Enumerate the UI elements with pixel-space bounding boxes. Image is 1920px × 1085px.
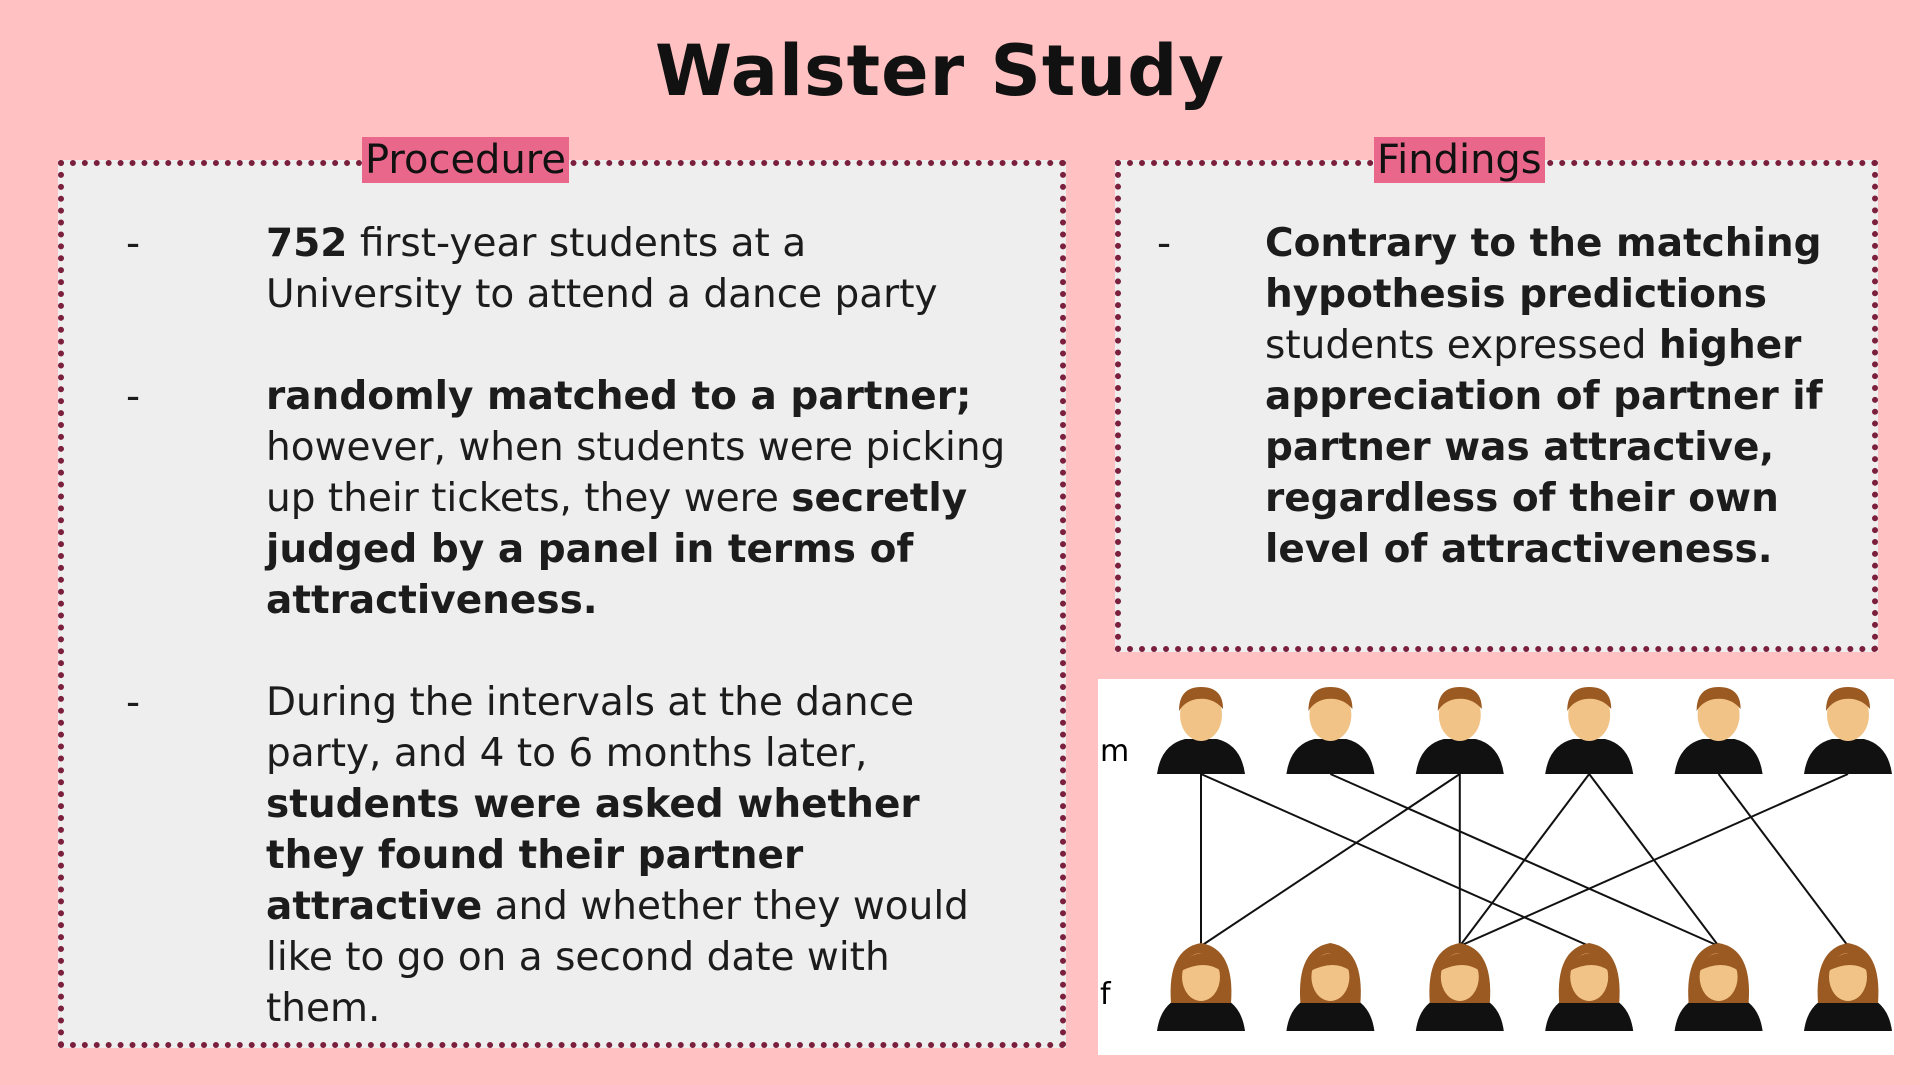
procedure-label: Procedure	[362, 137, 569, 183]
female-person-icon	[1545, 943, 1634, 1031]
match-line	[1717, 773, 1849, 947]
procedure-bullet: - randomly matched to a partner; however…	[126, 371, 1006, 626]
bullet-text: first-year students at a University to a…	[266, 221, 938, 317]
bullet-text: and whether they would like to go on a s…	[266, 884, 969, 1031]
findings-bullet-list: - Contrary to the matching hypothesis pr…	[1157, 218, 1847, 626]
procedure-panel: - 752 first-year students at a Universit…	[58, 160, 1066, 1048]
bullet-text-bold: 752	[266, 221, 348, 266]
male-person-icon	[1674, 687, 1763, 774]
bullet-dash: -	[1157, 221, 1172, 266]
match-line	[1459, 773, 1590, 947]
male-person-icon	[1804, 687, 1892, 774]
female-person-icon	[1415, 943, 1504, 1031]
female-person-icon	[1674, 943, 1763, 1031]
findings-panel: - Contrary to the matching hypothesis pr…	[1115, 160, 1878, 652]
bullet-text-bold: higher appreciation of partner if partne…	[1265, 323, 1823, 572]
match-line	[1200, 773, 1461, 947]
match-line	[1200, 773, 1590, 947]
male-person-icon	[1415, 687, 1504, 774]
matching-diagram: m f	[1098, 679, 1894, 1055]
male-person-icon	[1545, 687, 1634, 774]
bullet-text: however, when students were picking up t…	[266, 425, 1006, 521]
match-line	[1459, 773, 1849, 947]
row-label-female: f	[1100, 977, 1112, 1012]
bullet-dash: -	[126, 374, 141, 419]
procedure-bullet: - During the intervals at the dance part…	[126, 677, 1006, 1034]
row-label-male: m	[1100, 734, 1129, 769]
male-person-icon	[1286, 687, 1375, 774]
match-lines	[1200, 773, 1849, 947]
female-person-icon	[1157, 943, 1245, 1031]
bullet-text-bold: Contrary to the matching hypothesis pred…	[1265, 221, 1822, 317]
female-person-icon	[1286, 943, 1375, 1031]
matching-diagram-svg: m f	[1100, 687, 1892, 1031]
male-person-icon	[1157, 687, 1245, 774]
bullet-text-bold: randomly matched to a partner;	[266, 374, 972, 419]
bullet-text: During the intervals at the dance party,…	[266, 680, 915, 776]
procedure-bullet: - 752 first-year students at a Universit…	[126, 218, 1006, 320]
page-title: Walster Study	[655, 30, 1225, 112]
bullet-text: students expressed	[1265, 323, 1659, 368]
bullet-dash: -	[126, 221, 141, 266]
findings-bullet: - Contrary to the matching hypothesis pr…	[1157, 218, 1847, 575]
female-person-icon	[1804, 943, 1892, 1031]
procedure-bullet-list: - 752 first-year students at a Universit…	[126, 218, 1006, 1085]
findings-label: Findings	[1374, 137, 1545, 183]
bullet-text-bold: secretly judged by a panel in terms of a…	[266, 476, 968, 623]
bullet-text-bold: students were asked whether they found t…	[266, 782, 920, 929]
people-icons	[1157, 687, 1892, 1031]
bullet-dash: -	[126, 680, 141, 725]
